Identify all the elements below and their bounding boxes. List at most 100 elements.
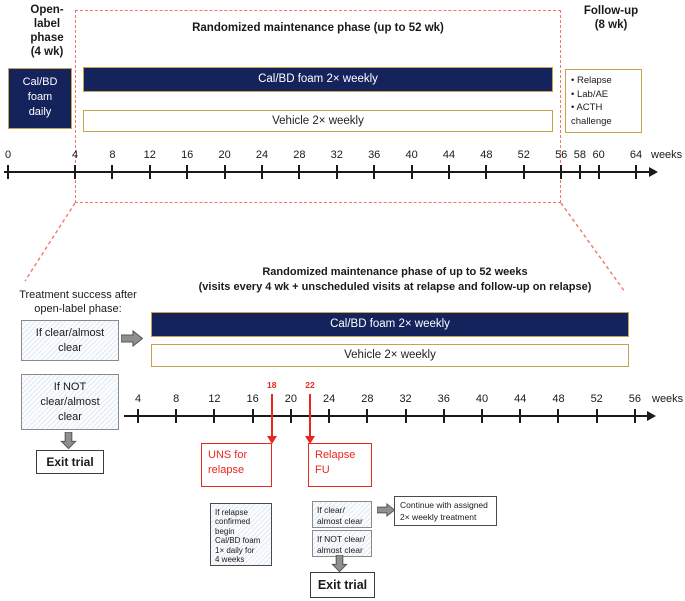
- axis-tick-label: 64: [629, 149, 643, 161]
- axis-tick: [633, 409, 636, 423]
- fu-if-clear-box: If clear/ almost clear: [312, 501, 372, 528]
- axis-tick: [111, 165, 114, 179]
- calbd-arm-bar-bottom: Cal/BD foam 2× weekly: [151, 312, 629, 337]
- vehicle-arm-bar-top: Vehicle 2× weekly: [83, 110, 553, 132]
- relapse-marker-arrowhead: [305, 436, 315, 444]
- axis-tick-label: 52: [517, 149, 530, 161]
- axis-tick: [366, 409, 369, 423]
- followup-phase-title: Follow-up (8 wk): [583, 5, 639, 31]
- axis-tick-label: 36: [437, 393, 450, 405]
- axis-tick-label: 12: [208, 393, 221, 405]
- axis-tick: [519, 409, 522, 423]
- axis-tick: [328, 409, 331, 423]
- axis-tick: [595, 409, 598, 423]
- axis-tick-label: 8: [173, 393, 180, 405]
- axis-tick: [560, 165, 563, 179]
- axis-tick: [74, 165, 76, 179]
- bottom-axis-arrowhead: [647, 411, 656, 421]
- axis-tick-label: 40: [475, 393, 489, 405]
- axis-tick-label: 56: [628, 393, 642, 405]
- bottom-axis-line: [124, 415, 648, 417]
- axis-tick: [137, 409, 139, 423]
- axis-tick: [485, 165, 488, 179]
- relapse-marker-arrowhead: [266, 436, 277, 444]
- relapse-marker-line: [308, 394, 312, 436]
- axis-tick-label: 4: [71, 149, 79, 161]
- axis-tick-label: 28: [293, 149, 306, 161]
- followup-assessments-box: • Relapse • Lab/AE • ACTH challenge: [565, 69, 642, 133]
- axis-tick-label: 24: [255, 149, 269, 161]
- axis-tick-label: 44: [442, 149, 456, 161]
- axis-tick: [335, 165, 338, 179]
- axis-tick-label: 4: [134, 393, 142, 405]
- bottom-maintenance-title-line1: Randomized maintenance phase of up to 52…: [262, 266, 528, 278]
- axis-tick: [373, 165, 376, 179]
- axis-tick-label: 52: [590, 393, 603, 405]
- right-arrow-icon: [121, 330, 143, 347]
- axis-tick: [251, 409, 254, 423]
- axis-tick: [261, 165, 263, 179]
- axis-tick: [404, 409, 407, 423]
- uns-for-relapse-box: UNS for relapse: [201, 443, 272, 487]
- top-axis-arrowhead: [649, 167, 658, 177]
- axis-tick: [557, 409, 560, 423]
- axis-tick: [410, 165, 413, 179]
- relapse-confirmed-info-box: If relapse confirmed begin Cal/BD foam 1…: [210, 503, 272, 566]
- axis-tick-label: 12: [143, 149, 156, 161]
- axis-tick: [578, 165, 581, 179]
- axis-tick-label: 60: [592, 149, 605, 161]
- axis-tick: [522, 165, 525, 179]
- axis-tick-label: 8: [109, 149, 116, 161]
- continue-treatment-box: Continue with assigned 2× weekly treatme…: [394, 496, 497, 526]
- calbd-arm-bar-top: Cal/BD foam 2× weekly: [83, 67, 553, 92]
- axis-tick: [7, 165, 9, 179]
- vehicle-arm-bar-bottom: Vehicle 2× weekly: [151, 344, 629, 367]
- axis-tick-label: 24: [322, 393, 336, 405]
- axis-tick-label: 48: [480, 149, 493, 161]
- if-not-clear-box: If NOT clear/almost clear: [21, 374, 119, 430]
- axis-tick: [481, 409, 484, 423]
- open-label-treatment-bar: Cal/BD foam daily: [8, 68, 72, 129]
- axis-tick-label: 58: [573, 149, 587, 161]
- axis-tick: [289, 409, 292, 423]
- if-clear-box: If clear/almost clear: [21, 320, 119, 361]
- axis-tick-label: 44: [514, 393, 527, 405]
- axis-tick: [186, 165, 189, 179]
- top-axis-line: [4, 171, 650, 173]
- treatment-success-caption: Treatment success after open-label phase…: [19, 289, 137, 315]
- axis-tick-label: 40: [405, 149, 418, 161]
- axis-tick-label: 20: [218, 149, 231, 161]
- axis-tick: [442, 409, 445, 423]
- exit-trial-box-left: Exit trial: [36, 450, 104, 474]
- axis-tick-label: 16: [246, 393, 259, 405]
- axis-tick: [635, 165, 637, 179]
- down-arrow-icon: [60, 432, 77, 449]
- bottom-axis-unit-label: weeks: [652, 393, 684, 405]
- axis-tick-label: 16: [181, 149, 194, 161]
- down-arrow-icon: [331, 555, 348, 572]
- relapse-marker-line: [270, 394, 273, 436]
- axis-tick-label: 36: [368, 149, 381, 161]
- exit-trial-box-bottom: Exit trial: [310, 572, 375, 598]
- axis-tick: [223, 165, 226, 179]
- axis-tick: [448, 165, 450, 179]
- axis-tick: [148, 165, 151, 179]
- axis-tick-label: 32: [399, 393, 412, 405]
- axis-tick: [597, 165, 600, 179]
- top-axis-unit-label: weeks: [651, 149, 683, 161]
- axis-tick-label: 28: [361, 393, 374, 405]
- axis-tick-label: 0: [4, 149, 12, 161]
- axis-tick: [175, 409, 178, 423]
- axis-tick-label: 48: [552, 393, 565, 405]
- axis-tick: [213, 409, 216, 423]
- maintenance-phase-title: Randomized maintenance phase (up to 52 w…: [192, 22, 444, 34]
- axis-tick-label: 32: [330, 149, 343, 161]
- relapse-week-label: 18: [267, 380, 277, 390]
- axis-tick-label: 20: [284, 393, 298, 405]
- right-arrow-icon: [377, 503, 395, 517]
- relapse-week-label: 22: [305, 380, 315, 390]
- open-label-phase-title: Open- label phase (4 wk): [30, 4, 64, 58]
- axis-tick: [298, 165, 301, 179]
- relapse-fu-box: Relapse FU: [308, 443, 372, 487]
